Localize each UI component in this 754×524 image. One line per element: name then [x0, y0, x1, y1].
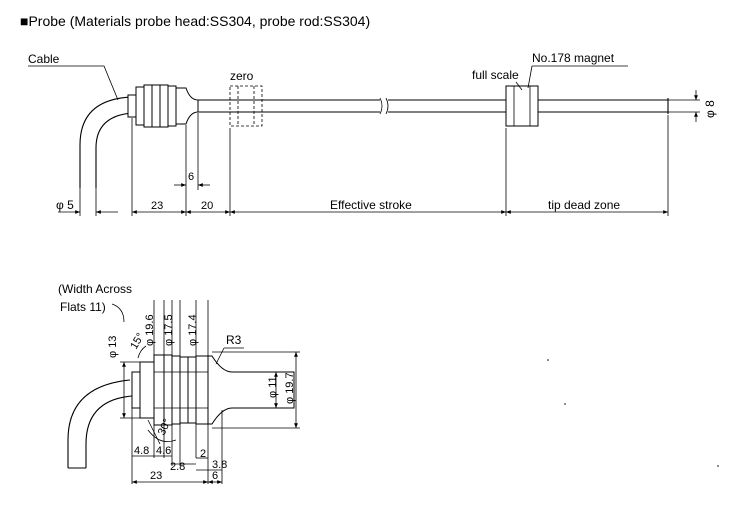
- dim-6-detail: 6: [212, 470, 218, 482]
- dim-phi17-5: φ 17.5: [163, 314, 175, 346]
- dim-phi19-7: φ 19.7: [284, 372, 296, 404]
- detail-head: [131, 354, 295, 426]
- dim-phi19-6: φ 19.6: [144, 314, 156, 346]
- drawing-title: ■Probe (Materials probe head:SS304, prob…: [20, 13, 370, 29]
- effective-stroke-label: Effective stroke: [330, 198, 412, 212]
- dim-phi13: φ 13: [107, 336, 119, 358]
- dim-4-8: 4.8: [134, 445, 149, 457]
- dim-23-detail: 23: [150, 470, 162, 482]
- detail-view: (Width Across Flats 11) φ 13 15°: [58, 282, 719, 484]
- top-view: Cable zero: [28, 51, 717, 216]
- dim-phi17-4: φ 17.4: [187, 314, 199, 346]
- full-scale-label: full scale: [472, 68, 519, 82]
- dim-20-top: 20: [201, 200, 213, 212]
- probe-rod: [198, 97, 669, 115]
- cable-bend: [79, 96, 131, 188]
- width-across-label-2: Flats 11): [60, 300, 106, 314]
- probe-head: [127, 84, 199, 128]
- detail-cable: [67, 379, 131, 468]
- dim-23-top: 23: [151, 200, 163, 212]
- zero-position-magnet: [229, 85, 263, 127]
- dim-2-8: 2.8: [170, 461, 185, 473]
- dim-phi11: φ 11: [267, 376, 279, 398]
- dim-r3: R3: [226, 333, 242, 347]
- width-across-label-1: (Width Across: [58, 282, 132, 296]
- zero-label: zero: [230, 69, 254, 83]
- fullscale-magnet: [505, 85, 539, 127]
- dim-4-6: 4.6: [156, 445, 171, 457]
- dim-2: 2: [200, 448, 206, 460]
- dim-3-8: 3.8: [212, 459, 227, 471]
- rod-diameter-label: φ 8: [703, 100, 717, 118]
- dim-6-top: 6: [188, 171, 194, 183]
- tip-dead-zone-label: tip dead zone: [548, 198, 620, 212]
- magnet-label: No.178 magnet: [532, 51, 615, 65]
- cable-label: Cable: [28, 52, 60, 66]
- cable-diameter-label: φ 5: [56, 198, 74, 212]
